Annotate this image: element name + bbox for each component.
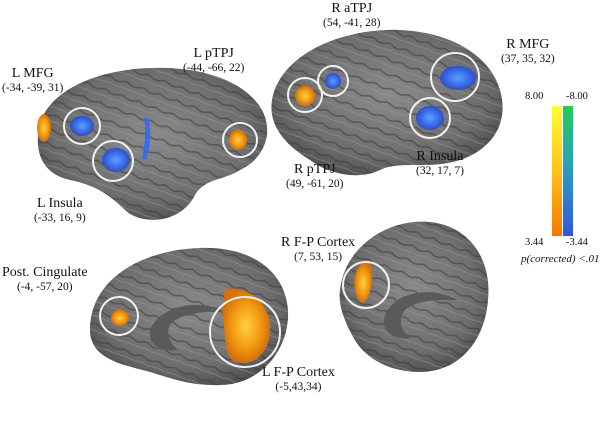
label-l-mfg: L MFG (-34, -39, 31) (2, 66, 64, 95)
label-l-fp-cortex: L F-P Cortex (-5,43,34) (262, 365, 335, 394)
label-r-insula: R Insula (32, 17, 7) (416, 149, 464, 178)
label-post-cingulate: Post. Cingulate (-4, -57, 20) (2, 265, 88, 294)
colorbar-neg-min: -3.44 (566, 237, 588, 248)
label-r-mfg: R MFG (37, 35, 32) (501, 37, 555, 66)
colorbar-positive (552, 106, 562, 236)
label-l-ptpj: L pTPJ (-44, -66, 22) (183, 46, 245, 75)
left-medial-brain (90, 247, 289, 386)
right-lateral-brain (271, 29, 503, 176)
label-r-atpj: R aTPJ (54, -41, 28) (323, 1, 381, 30)
colorbar-pos-max: 8.00 (525, 91, 544, 102)
label-l-insula: L Insula (-33, 16, 9) (34, 196, 86, 225)
right-medial-brain (339, 221, 489, 372)
colorbar-caption: p(corrected) <.01 (521, 253, 600, 265)
label-r-fp-cortex: R F-P Cortex (7, 53, 15) (281, 235, 356, 264)
colorbar (552, 106, 573, 236)
colorbar-negative (563, 106, 573, 236)
label-r-ptpj: R pTPJ (49, -61, 20) (286, 162, 344, 191)
colorbar-neg-max: -8.00 (566, 91, 588, 102)
colorbar-pos-min: 3.44 (525, 237, 544, 248)
left-lateral-brain (37, 67, 268, 220)
